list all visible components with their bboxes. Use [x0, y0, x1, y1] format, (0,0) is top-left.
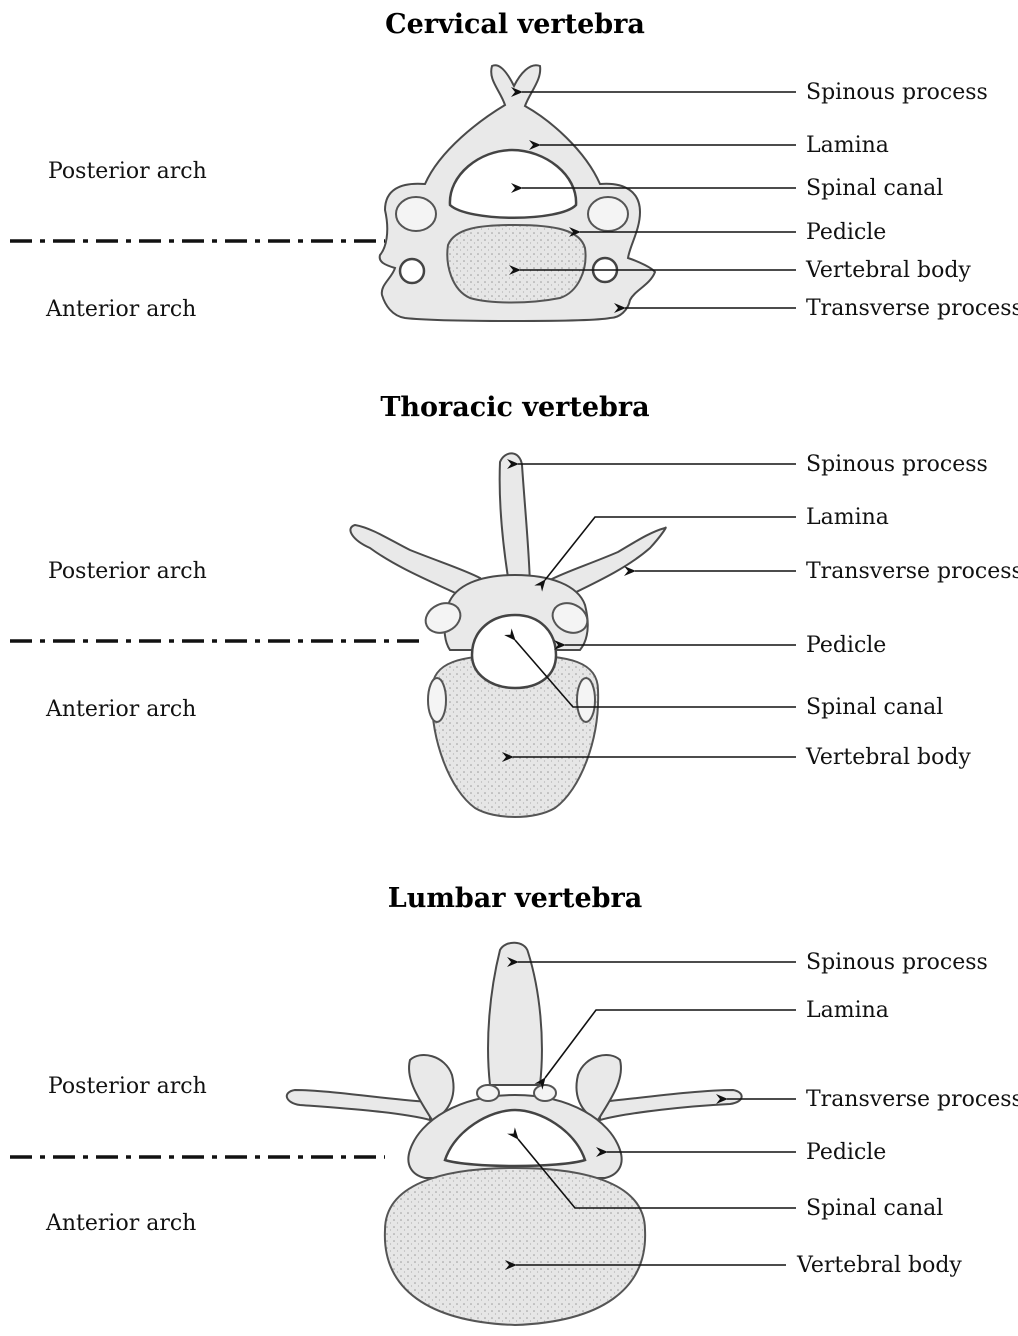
posterior-arch-label: Posterior arch	[48, 559, 207, 584]
label-vertebral-body: Vertebral body	[805, 745, 971, 770]
thoracic-vertebra-illustration	[350, 453, 665, 817]
label-spinal-canal: Spinal canal	[806, 1196, 943, 1221]
anterior-arch-label: Anterior arch	[45, 297, 196, 322]
part-labels: Spinous process Lamina Transverse proces…	[805, 452, 1018, 770]
cervical-section: Cervical vertebra Posterior arch Anterio…	[10, 9, 1018, 322]
posterior-arch-label: Posterior arch	[48, 1074, 207, 1099]
section-title: Thoracic vertebra	[380, 392, 649, 423]
label-transverse-process: Transverse process	[806, 559, 1018, 584]
part-labels: Spinous process Lamina Transverse proces…	[796, 950, 1018, 1278]
label-pedicle: Pedicle	[806, 633, 886, 658]
label-spinal-canal: Spinal canal	[806, 695, 943, 720]
part-labels: Spinous process Lamina Spinal canal Pedi…	[805, 80, 1018, 321]
label-lamina: Lamina	[806, 505, 889, 530]
thoracic-section: Thoracic vertebra Posterior arch Anterio…	[10, 392, 1018, 817]
lumbar-vertebra-illustration	[287, 943, 742, 1325]
section-title: Cervical vertebra	[385, 9, 645, 40]
label-pedicle: Pedicle	[806, 220, 886, 245]
posterior-arch-label: Posterior arch	[48, 159, 207, 184]
label-vertebral-body: Vertebral body	[805, 258, 971, 283]
label-pedicle: Pedicle	[806, 1140, 886, 1165]
label-spinous-process: Spinous process	[806, 950, 988, 975]
label-transverse-process: Transverse process	[806, 296, 1018, 321]
label-spinal-canal: Spinal canal	[806, 176, 943, 201]
anterior-arch-label: Anterior arch	[45, 1211, 196, 1236]
label-spinous-process: Spinous process	[806, 80, 988, 105]
cervical-vertebra-illustration	[380, 65, 655, 321]
label-spinous-process: Spinous process	[806, 452, 988, 477]
lumbar-section: Lumbar vertebra Posterior arch Anterior …	[10, 883, 1018, 1325]
section-title: Lumbar vertebra	[388, 883, 643, 914]
label-transverse-process: Transverse process	[806, 1087, 1018, 1112]
label-vertebral-body: Vertebral body	[796, 1253, 962, 1278]
label-lamina: Lamina	[806, 133, 889, 158]
anterior-arch-label: Anterior arch	[45, 697, 196, 722]
label-lamina: Lamina	[806, 998, 889, 1023]
